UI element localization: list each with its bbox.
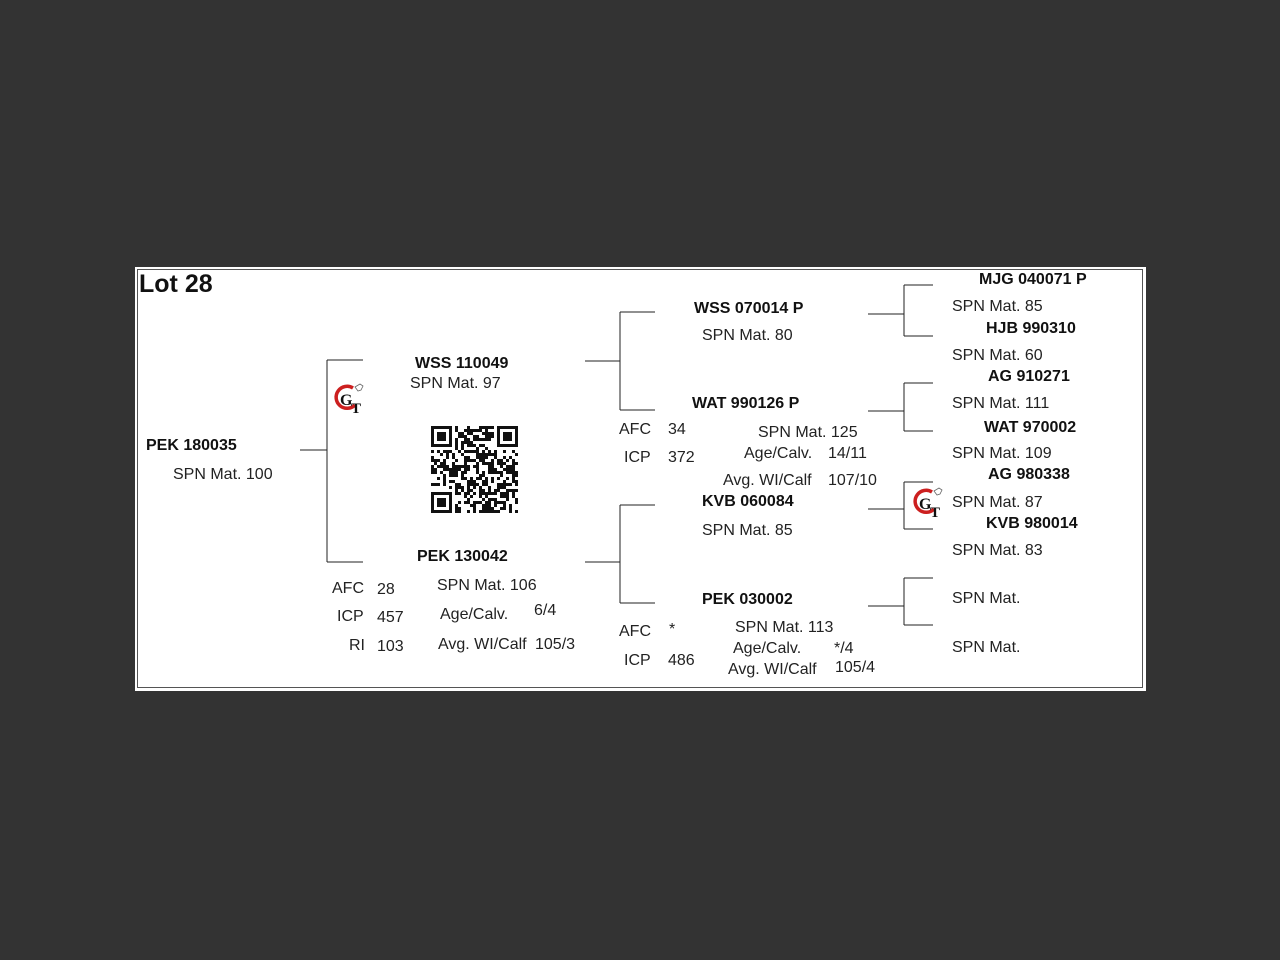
ssd-id: HJB 990310	[986, 320, 1076, 337]
sd-spn: SPN Mat. 125	[758, 424, 858, 441]
dd-age-calv-label: Age/Calv.	[733, 640, 802, 657]
pedigree-card: Lot 28 PEK 180035 SPN Mat. 100 WSS 11004…	[135, 267, 1146, 691]
sds-spn: SPN Mat. 111	[952, 395, 1050, 412]
dam-age-calv-value: 6/4	[534, 602, 557, 619]
dam-afc-label: AFC	[332, 580, 364, 597]
ssd-spn: SPN Mat. 60	[952, 347, 1043, 364]
dd-icp-label: ICP	[624, 652, 651, 669]
ds-spn: SPN Mat. 85	[702, 522, 793, 539]
ss-id: WSS 070014 P	[694, 300, 804, 317]
dsd-id: KVB 980014	[986, 515, 1078, 532]
svg-text:T: T	[351, 401, 361, 417]
dam-ri-value: 103	[377, 638, 404, 655]
sds-id: AG 910271	[988, 368, 1070, 385]
dam-avg-wi-value: 105/3	[535, 636, 576, 653]
dam-age-calv-label: Age/Calv.	[440, 606, 509, 623]
dd-icp-value: 486	[668, 652, 695, 669]
lot-title: Lot 28	[139, 270, 213, 298]
animal-id: PEK 180035	[146, 437, 237, 454]
qr-code	[431, 426, 518, 513]
sd-icp-label: ICP	[624, 449, 651, 466]
dd-afc-label: AFC	[619, 623, 651, 640]
pedigree-bracket-lines	[300, 284, 933, 626]
dd-avg-wi-label: Avg. WI/Calf	[728, 661, 817, 678]
sd-age-calv-label: Age/Calv.	[744, 445, 813, 462]
sss-spn: SPN Mat. 85	[952, 298, 1043, 315]
dd-afc-value: *	[669, 621, 676, 638]
card-border	[137, 269, 1143, 688]
sd-afc-label: AFC	[619, 421, 651, 438]
dd-spn: SPN Mat. 113	[735, 619, 834, 636]
sd-icp-value: 372	[668, 449, 695, 466]
sd-afc-value: 34	[668, 421, 686, 438]
sdd-id: WAT 970002	[984, 419, 1077, 436]
svg-text:G: G	[919, 496, 932, 513]
ds-id: KVB 060084	[702, 493, 794, 510]
dam-avg-wi-label: Avg. WI/Calf	[438, 636, 527, 653]
dd-avg-wi-value: 105/4	[835, 659, 876, 676]
ss-spn: SPN Mat. 80	[702, 327, 793, 344]
dam-spn: SPN Mat. 106	[437, 577, 537, 594]
dss-spn: SPN Mat. 87	[952, 494, 1043, 511]
ddd-spn: SPN Mat.	[952, 639, 1021, 656]
sd-age-calv-value: 14/11	[828, 445, 867, 462]
sd-id: WAT 990126 P	[692, 395, 800, 412]
sire-id: WSS 110049	[415, 355, 509, 372]
sire-spn: SPN Mat. 97	[410, 375, 501, 392]
dd-id: PEK 030002	[702, 591, 793, 608]
animal-spn: SPN Mat. 100	[173, 466, 273, 483]
dam-afc-value: 28	[377, 581, 395, 598]
dd-age-calv-value: */4	[834, 640, 854, 657]
gt-logo-icon: G T	[334, 383, 364, 417]
dss-id: AG 980338	[988, 466, 1070, 483]
sdd-spn: SPN Mat. 109	[952, 445, 1052, 462]
dsd-spn: SPN Mat. 83	[952, 542, 1043, 559]
dam-ri-label: RI	[349, 637, 365, 654]
dam-icp-label: ICP	[337, 608, 364, 625]
sd-avg-wi-value: 107/10	[828, 472, 877, 489]
dam-icp-value: 457	[377, 609, 404, 626]
svg-text:G: G	[340, 392, 353, 409]
dam-id: PEK 130042	[417, 548, 508, 565]
sd-avg-wi-label: Avg. WI/Calf	[723, 472, 812, 489]
dds-spn: SPN Mat.	[952, 590, 1021, 607]
sss-id: MJG 040071 P	[979, 271, 1087, 288]
gt-logo-icon: G T	[913, 487, 943, 521]
svg-text:T: T	[930, 505, 940, 521]
